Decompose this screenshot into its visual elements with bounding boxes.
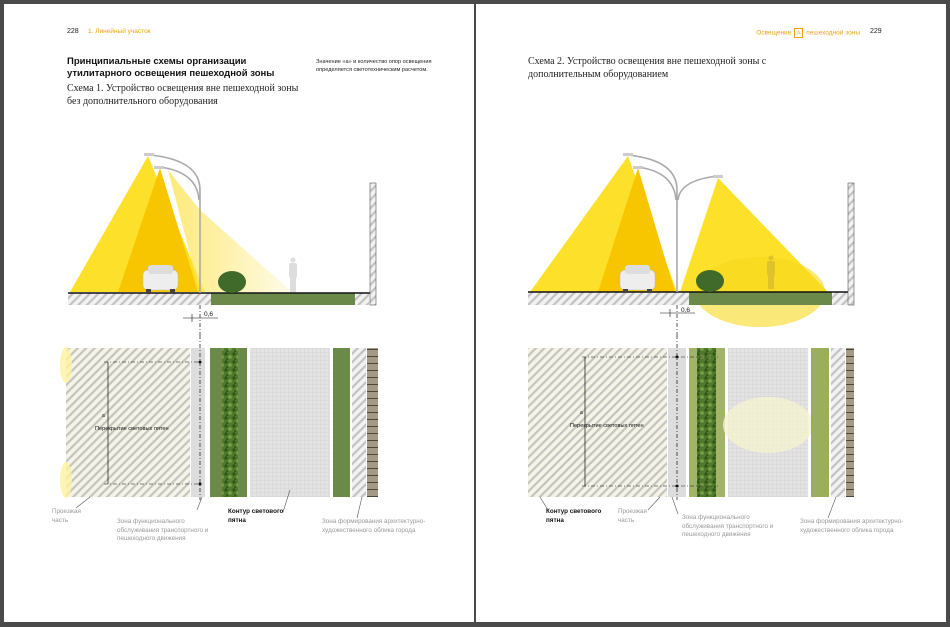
label-service-zone: Зона функционального обслуживания трансп… [117, 518, 209, 542]
page-number-left: 228 [67, 28, 79, 35]
right-cross-section: 0,6 [528, 153, 855, 335]
overlap-label: Перекрытие световых пятен [95, 426, 169, 432]
label-arch-zone: Зона формирования архитектурно-художеств… [322, 518, 426, 534]
running-head-right: Освещение♙пешеходной зоны [756, 28, 860, 38]
label-service-zone: Зона функционального обслуживания трансп… [682, 514, 774, 538]
running-head-part-1: Освещение [756, 29, 792, 37]
running-head-left: 1. Линейный участок [88, 28, 151, 35]
label-roadway: Проезжая часть [52, 508, 81, 524]
lamp-pole [627, 154, 719, 292]
dim-symbol: а [580, 410, 583, 416]
schema-1-subtitle: Схема 1. Устройство освещения вне пешехо… [67, 83, 299, 107]
page-number-right: 229 [870, 28, 882, 35]
bush-icon [696, 270, 724, 292]
label-light-contour: Контур светового пятна [228, 508, 284, 524]
left-cross-section: 0,6 [68, 153, 377, 335]
left-plan: а Перекрытие световых пятен [60, 335, 378, 519]
left-heading-block: Принципиальные схемы организации утилита… [67, 56, 307, 108]
left-page [4, 4, 474, 622]
dim-symbol: а [102, 413, 105, 419]
bush-icon [218, 271, 246, 293]
running-head-part-2: пешеходной зоны [806, 29, 860, 37]
pedestrian-icon [289, 257, 297, 292]
label-arch-zone: Зона формирования архитектурно-художеств… [800, 518, 904, 534]
lamp-pole [149, 154, 201, 293]
pedestrian-icon [767, 255, 775, 289]
dimension-label: 0,6 [681, 307, 690, 314]
side-note: Значение «а» и количество опор освещения… [316, 59, 432, 73]
light-cone-side [168, 170, 292, 292]
schema-2-subtitle: Схема 2. Устройство освещения вне пешехо… [528, 56, 767, 80]
pedestrian-icon: ♙ [794, 28, 804, 38]
label-light-contour: Контур светового пятна [546, 508, 602, 524]
right-plan: а Перекрытие световых пятен [528, 335, 854, 519]
page-title: Принципиальные схемы организации утилита… [67, 56, 275, 79]
car-icon [142, 265, 179, 293]
overlap-label: Перекрытие световых пятен [570, 423, 644, 429]
label-roadway: Проезжая часть [618, 508, 647, 524]
car-icon [619, 265, 656, 293]
light-cone-inner [118, 168, 198, 292]
dimension-label: 0,6 [204, 311, 213, 318]
